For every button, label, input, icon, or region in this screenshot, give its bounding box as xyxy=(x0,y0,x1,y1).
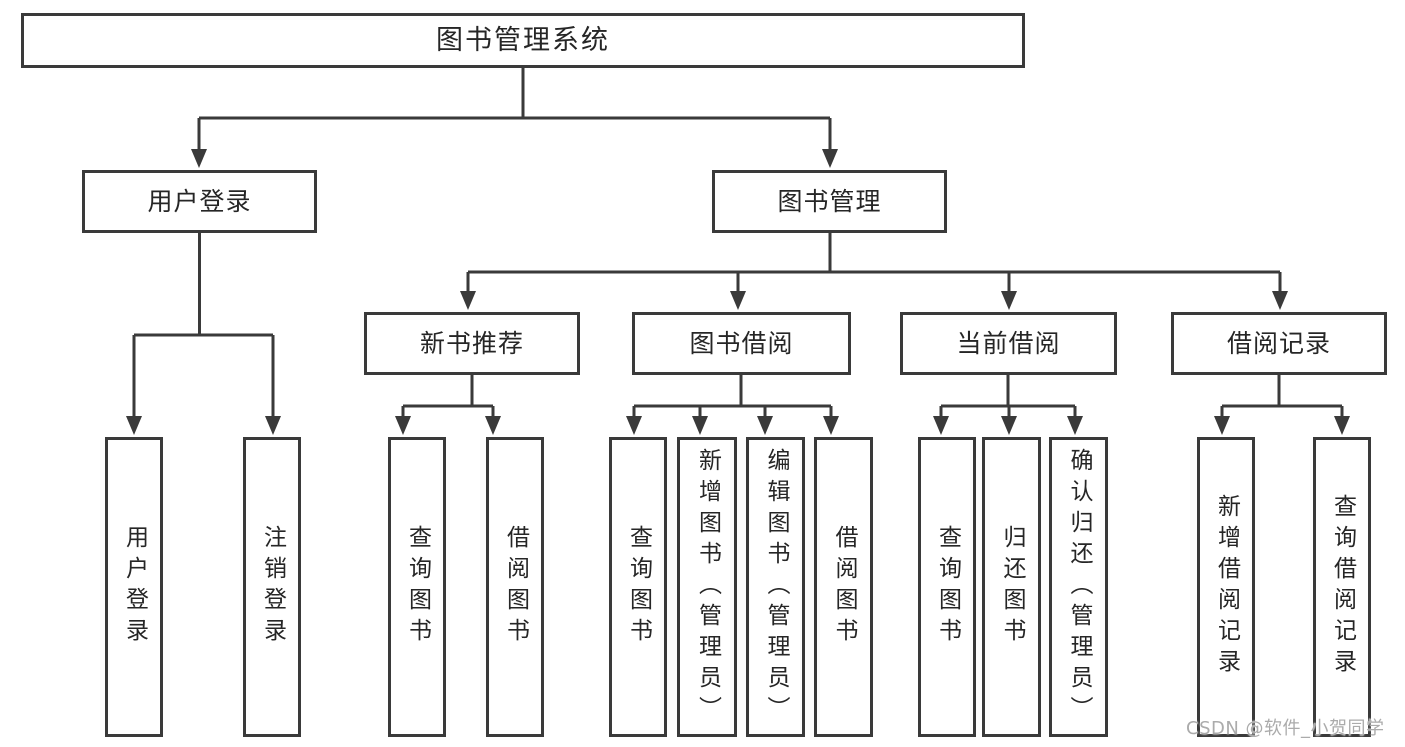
connector-records-to-leaves xyxy=(1220,375,1344,417)
node-label: 借阅图书 xyxy=(831,525,857,649)
node-label: 图书借阅 xyxy=(689,329,794,358)
node-label: 编辑图书（管理员） xyxy=(763,447,789,727)
node-leaf-query-books-current: 查询图书 xyxy=(918,437,976,737)
node-label: 查询图书 xyxy=(625,525,652,649)
node-label: 借阅图书 xyxy=(502,525,529,649)
node-leaf-borrow-books-recommend: 借阅图书 xyxy=(486,437,544,737)
node-label: 新书推荐 xyxy=(419,329,524,358)
node-leaf-add-borrow-record: 新增借阅记录 xyxy=(1197,437,1255,737)
node-label: 查询图书 xyxy=(934,525,961,649)
connector-arrows-level1 xyxy=(191,149,838,168)
node-leaf-query-borrow-record: 查询借阅记录 xyxy=(1313,437,1371,737)
node-label: 注销登录 xyxy=(259,525,286,649)
connector-newbook-to-leaves xyxy=(401,375,495,417)
node-new-book-recommendation: 新书推荐 xyxy=(364,312,580,375)
node-label: 用户登录 xyxy=(121,525,148,649)
node-book-management: 图书管理 xyxy=(712,170,947,233)
node-label: 查询借阅记录 xyxy=(1329,494,1356,680)
node-leaf-query-books-borrow: 查询图书 xyxy=(609,437,667,737)
node-library-management-system: 图书管理系统 xyxy=(21,13,1025,68)
node-label: 借阅记录 xyxy=(1226,329,1331,358)
connector-bookborrow-to-leaves xyxy=(632,375,833,417)
node-leaf-add-books-admin: 新增图书（管理员） xyxy=(677,437,737,737)
node-book-borrowing: 图书借阅 xyxy=(632,312,851,375)
node-leaf-edit-books-admin: 编辑图书（管理员） xyxy=(746,437,805,737)
node-leaf-return-books: 归还图书 xyxy=(982,437,1041,737)
connector-bookmgmt-to-level2 xyxy=(466,233,1282,292)
connector-root-to-level1 xyxy=(197,68,832,150)
node-leaf-borrow-books: 借阅图书 xyxy=(814,437,873,737)
node-leaf-confirm-return-admin: 确认归还（管理员） xyxy=(1049,437,1108,737)
connector-arrows-level2 xyxy=(460,291,1288,310)
connector-arrows-currentborrow xyxy=(933,416,1083,435)
node-borrowing-records: 借阅记录 xyxy=(1171,312,1387,375)
node-user-login: 用户登录 xyxy=(82,170,317,233)
node-label: 新增图书（管理员） xyxy=(694,447,721,727)
node-leaf-query-books-recommend: 查询图书 xyxy=(388,437,446,737)
node-leaf-logout: 注销登录 xyxy=(243,437,301,737)
node-label: 图书管理 xyxy=(777,187,882,216)
node-current-borrowing: 当前借阅 xyxy=(900,312,1117,375)
connector-arrows-newbook xyxy=(395,416,501,435)
node-label: 当前借阅 xyxy=(956,329,1061,358)
connector-arrows-userlogin xyxy=(126,416,281,435)
connector-currentborrow-to-leaves xyxy=(939,375,1077,417)
connector-arrows-records xyxy=(1214,416,1350,435)
node-label: 图书管理系统 xyxy=(436,25,610,56)
node-label: 用户登录 xyxy=(147,187,252,216)
connector-userlogin-to-leaves xyxy=(132,233,275,417)
node-label: 确认归还（管理员） xyxy=(1066,447,1092,727)
node-label: 查询图书 xyxy=(404,525,431,649)
node-label: 新增借阅记录 xyxy=(1213,494,1240,680)
csdn-watermark: CSDN @软件_小贺同学 xyxy=(1186,718,1385,739)
node-leaf-user-login: 用户登录 xyxy=(105,437,163,737)
node-label: 归还图书 xyxy=(999,525,1025,649)
connector-arrows-bookborrow xyxy=(626,416,839,435)
